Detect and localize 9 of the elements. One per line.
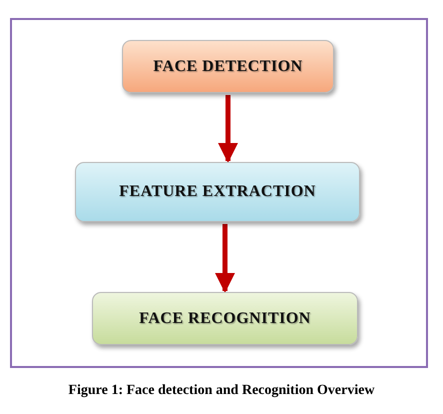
arrow	[215, 224, 235, 293]
box-label: FACE RECOGNITION	[139, 310, 311, 328]
arrow	[218, 95, 238, 163]
process-box	[122, 40, 334, 93]
box-label: FACE DETECTION	[153, 58, 303, 76]
process-box	[75, 162, 360, 222]
process-box	[92, 292, 358, 345]
box-label: FEATURE EXTRACTION	[119, 183, 316, 201]
figure-caption: Figure 1: Face detection and Recognition Overview	[67, 383, 376, 399]
